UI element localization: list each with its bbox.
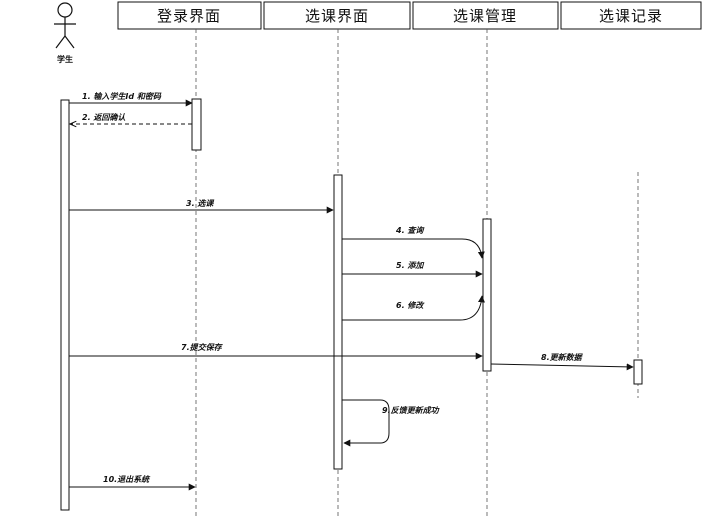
activation-record xyxy=(633,359,643,385)
message-6-arrow xyxy=(342,295,485,321)
message-4-label: 4. 查询 xyxy=(395,226,425,235)
activation-login xyxy=(191,98,202,151)
message-7-label: 7.提交保存 xyxy=(181,342,224,352)
message-1-label: 1. 输入学生Id 和密码 xyxy=(82,91,162,101)
activation-manage xyxy=(482,218,492,372)
actor-student: 学生 xyxy=(54,2,76,64)
message-9-arrow xyxy=(342,399,390,447)
activation-select xyxy=(333,174,343,470)
message-9-label: 9.反馈更新成功 xyxy=(382,406,440,415)
participant-record: 选课记录 xyxy=(560,1,702,30)
participant-label: 登录界面 xyxy=(157,7,221,25)
actor-label: 学生 xyxy=(57,54,73,64)
message-2-label: 2. 返回确认 xyxy=(82,113,126,122)
message-4-arrow xyxy=(342,238,485,259)
stick-figure-icon xyxy=(54,2,76,49)
message-10-label: 10.退出系统 xyxy=(103,475,151,484)
participant-select: 选课界面 xyxy=(263,1,411,30)
participant-label: 选课记录 xyxy=(599,7,663,25)
message-8-label: 8.更新数据 xyxy=(541,353,584,362)
participant-login: 登录界面 xyxy=(117,1,262,30)
message-8-arrow xyxy=(490,363,634,371)
message-5-label: 5. 添加 xyxy=(396,261,424,270)
participant-manage: 选课管理 xyxy=(412,1,559,30)
participant-label: 选课界面 xyxy=(305,7,369,25)
message-6-label: 6. 修改 xyxy=(396,301,425,310)
message-3-label: 3. 选课 xyxy=(186,199,214,208)
activation-student xyxy=(60,99,70,511)
participant-label: 选课管理 xyxy=(453,7,517,25)
